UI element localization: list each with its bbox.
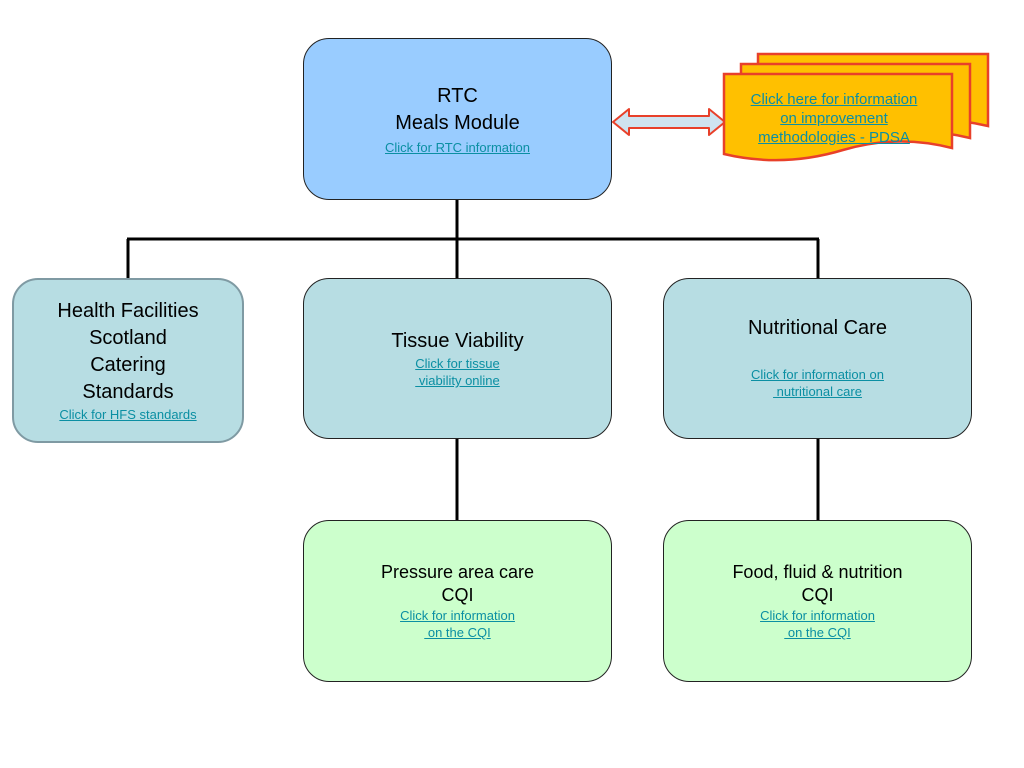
food-cqi-link-line1[interactable]: Click for information: [760, 608, 875, 623]
food-fluid-nutrition-cqi-box: Food, fluid & nutrition CQI Click for in…: [663, 520, 972, 682]
tissue-viability-box: Tissue Viability Click for tissue viabil…: [303, 278, 612, 439]
hfs-standards-link[interactable]: Click for HFS standards: [59, 407, 197, 422]
tissue-viability-link-line2[interactable]: viability online: [415, 373, 500, 388]
pdsa-link-line3[interactable]: methodologies - PDSA: [758, 129, 910, 146]
nutritional-care-link-line2[interactable]: nutritional care: [773, 384, 862, 399]
pressure-area-care-cqi-box: Pressure area care CQI Click for informa…: [303, 520, 612, 682]
food-cqi-title: CQI: [801, 585, 834, 605]
hfs-title-line3: Catering: [90, 354, 166, 376]
tissue-viability-link-line1[interactable]: Click for tissue: [415, 356, 500, 371]
nutritional-care-box: Nutritional Care Click for information o…: [663, 278, 972, 439]
pressure-cqi-title: CQI: [441, 585, 474, 605]
hfs-catering-standards-box: Health Facilities Scotland Catering Stan…: [12, 278, 244, 443]
rtc-meals-module-box: RTC Meals Module Click for RTC informati…: [303, 38, 612, 200]
rtc-information-link[interactable]: Click for RTC information: [385, 139, 530, 155]
hfs-title-line4: Standards: [82, 381, 174, 403]
pdsa-link-line1[interactable]: Click here for information: [750, 91, 918, 108]
rtc-title: RTC: [437, 84, 478, 107]
nutritional-care-link-line1[interactable]: Click for information on: [751, 367, 884, 382]
nutritional-care-title: Nutritional Care: [748, 317, 887, 339]
pressure-cqi-link-line2[interactable]: on the CQI: [424, 625, 491, 640]
pdsa-link-line2[interactable]: on improvement: [780, 110, 888, 127]
hfs-title-line1: Health Facilities: [57, 300, 199, 322]
stacked-documents-icon: [722, 52, 990, 162]
pdsa-information-link[interactable]: Click here for information on improvemen…: [728, 90, 940, 147]
hfs-title-line2: Scotland: [89, 327, 167, 349]
pressure-cqi-link-line1[interactable]: Click for information: [400, 608, 515, 623]
tissue-viability-title: Tissue Viability: [391, 330, 524, 352]
food-cqi-link-line2[interactable]: on the CQI: [784, 625, 851, 640]
pressure-area-care-title: Pressure area care: [380, 562, 535, 582]
food-fluid-nutrition-title: Food, fluid & nutrition: [732, 562, 903, 582]
double-arrow-icon: [612, 108, 726, 136]
meals-module-title: Meals Module: [395, 111, 520, 134]
